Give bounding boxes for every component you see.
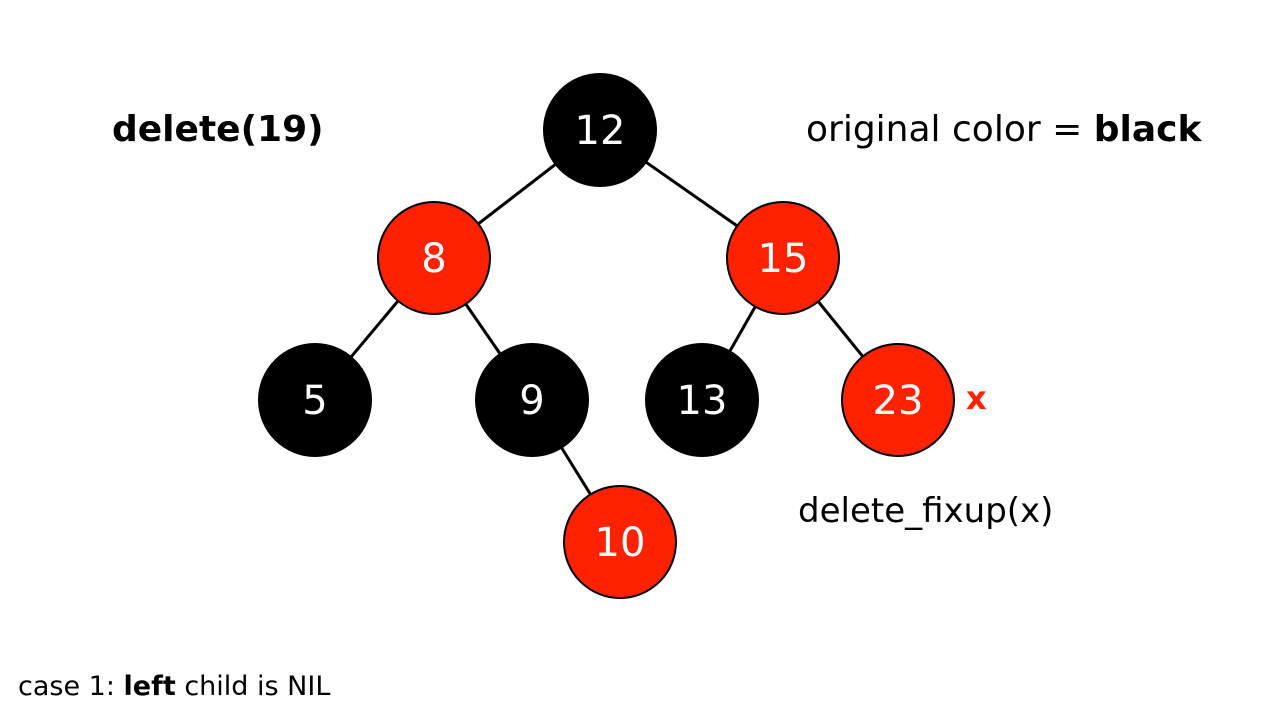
delete-fixup-label: delete_fixup(x) bbox=[798, 491, 1054, 531]
case-bold-word: left bbox=[123, 671, 176, 702]
node-circle-8 bbox=[377, 201, 491, 315]
tree-nodes: 12 8 15 5 9 13 23 10 bbox=[258, 73, 955, 599]
tree-node-9: 9 bbox=[475, 343, 589, 457]
tree-node-15: 15 bbox=[726, 201, 840, 315]
node-circle-12 bbox=[543, 73, 657, 187]
tree-node-10: 10 bbox=[563, 485, 677, 599]
node-label-13: 13 bbox=[677, 378, 728, 424]
node-label-15: 15 bbox=[758, 236, 809, 282]
original-color-value: black bbox=[1093, 109, 1202, 150]
original-color-prefix: original color = bbox=[806, 109, 1094, 150]
node-label-8: 8 bbox=[421, 236, 446, 282]
tree-edges bbox=[313, 128, 900, 543]
node-circle-10 bbox=[563, 485, 677, 599]
node-circle-23 bbox=[841, 343, 955, 457]
case-suffix: child is NIL bbox=[175, 671, 331, 702]
tree-node-8: 8 bbox=[377, 201, 491, 315]
operation-label: delete(19) bbox=[112, 109, 324, 150]
case-prefix: case 1: bbox=[18, 671, 124, 702]
tree-node-12: 12 bbox=[543, 73, 657, 187]
node-circle-9 bbox=[475, 343, 589, 457]
original-color-label: original color = black bbox=[806, 112, 1201, 148]
tree-node-5: 5 bbox=[258, 343, 372, 457]
node-label-10: 10 bbox=[595, 520, 646, 566]
node-label-5: 5 bbox=[302, 378, 327, 424]
node-label-9: 9 bbox=[519, 378, 544, 424]
node-label-23: 23 bbox=[873, 378, 924, 424]
node-label-12: 12 bbox=[575, 108, 626, 154]
case-label: case 1: left child is NIL bbox=[18, 673, 330, 700]
tree-node-23: 23 bbox=[841, 343, 955, 457]
node-circle-5 bbox=[258, 343, 372, 457]
tree-node-13: 13 bbox=[645, 343, 759, 457]
x-marker: x bbox=[966, 379, 987, 417]
node-circle-13 bbox=[645, 343, 759, 457]
node-circle-15 bbox=[726, 201, 840, 315]
